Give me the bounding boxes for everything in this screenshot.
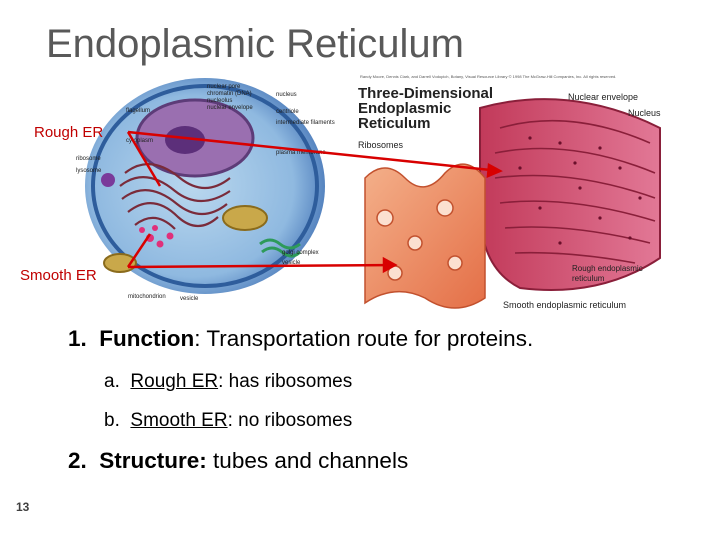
cell-label: plasma membrane [276, 150, 326, 156]
bullet-structure: 2. Structure: tubes and channels [68, 448, 408, 474]
sub-bullet-term: Rough ER [130, 371, 219, 392]
bullet-term: Structure: [99, 448, 207, 473]
er-figure: nuclear pore chromatin (DNA) nucleolus n… [76, 74, 661, 310]
cell-label: cytoplasm [126, 138, 153, 144]
cell-label: flagellum [126, 108, 150, 114]
slide-title: Endoplasmic Reticulum [46, 22, 464, 66]
callout-rough-er-line-2: reticulum [572, 274, 605, 283]
cell-label: intermediate filaments [276, 120, 335, 126]
cell-label: vesicle [180, 296, 199, 302]
sub-bullet-text: : no ribosomes [227, 410, 353, 431]
figure-credit: Randy Moore, Dennis Clark, and Darrell V… [360, 74, 616, 79]
callout-smooth-er: Smooth endoplasmic reticulum [503, 300, 626, 310]
sub-bullet-smooth-er: b. Smooth ER: no ribosomes [104, 410, 352, 432]
callout-ribosomes: Ribosomes [358, 140, 404, 150]
sub-bullet-letter: b. [104, 410, 120, 431]
bullet-number: 1. [68, 326, 87, 351]
cell-label: centriole [276, 109, 299, 115]
sub-bullet-rough-er: a. Rough ER: has ribosomes [104, 371, 352, 393]
cell-label: nucleolus [207, 98, 232, 104]
cell-label: chromatin (DNA) [207, 91, 252, 97]
cell-label: mitochondrion [128, 294, 166, 300]
cell-label: nuclear pore [207, 84, 241, 90]
bullet-text: tubes and channels [206, 448, 409, 473]
smooth-er-label: Smooth ER [20, 267, 97, 284]
cell-label: lysosome [76, 168, 102, 174]
cell-label: nucleus [276, 92, 297, 98]
sub-bullet-letter: a. [104, 371, 120, 392]
callout-rough-er-line-1: Rough endoplasmic [572, 264, 643, 273]
cell-label: ribosome [76, 156, 101, 162]
figure-heading-line-1: Three-Dimensional [358, 85, 493, 102]
page-number: 13 [16, 500, 30, 514]
sub-bullet-term: Smooth ER [130, 410, 228, 431]
cell-illustration: nuclear pore chromatin (DNA) nucleolus n… [76, 78, 335, 302]
bullet-text: : Transportation route for proteins. [194, 326, 534, 351]
callout-nucleus: Nucleus [628, 108, 661, 118]
er-3d-illustration: Randy Moore, Dennis Clark, and Darrell V… [358, 74, 661, 310]
figure-heading-line-3: Reticulum [358, 115, 431, 132]
bullet-term: Function [99, 326, 195, 351]
rough-er-label: Rough ER [34, 124, 104, 141]
bullet-function: 1. Function: Transportation route for pr… [68, 326, 533, 352]
cell-label: golgi complex [282, 250, 319, 256]
bullet-number: 2. [68, 448, 87, 473]
sub-bullet-text: : has ribosomes [218, 371, 353, 392]
callout-nuclear-envelope: Nuclear envelope [568, 92, 638, 102]
label-arrows [126, 130, 503, 274]
figure-heading-line-2: Endoplasmic [358, 100, 451, 117]
cell-label: nuclear envelope [207, 105, 253, 111]
cell-label: vesicle [282, 260, 301, 266]
